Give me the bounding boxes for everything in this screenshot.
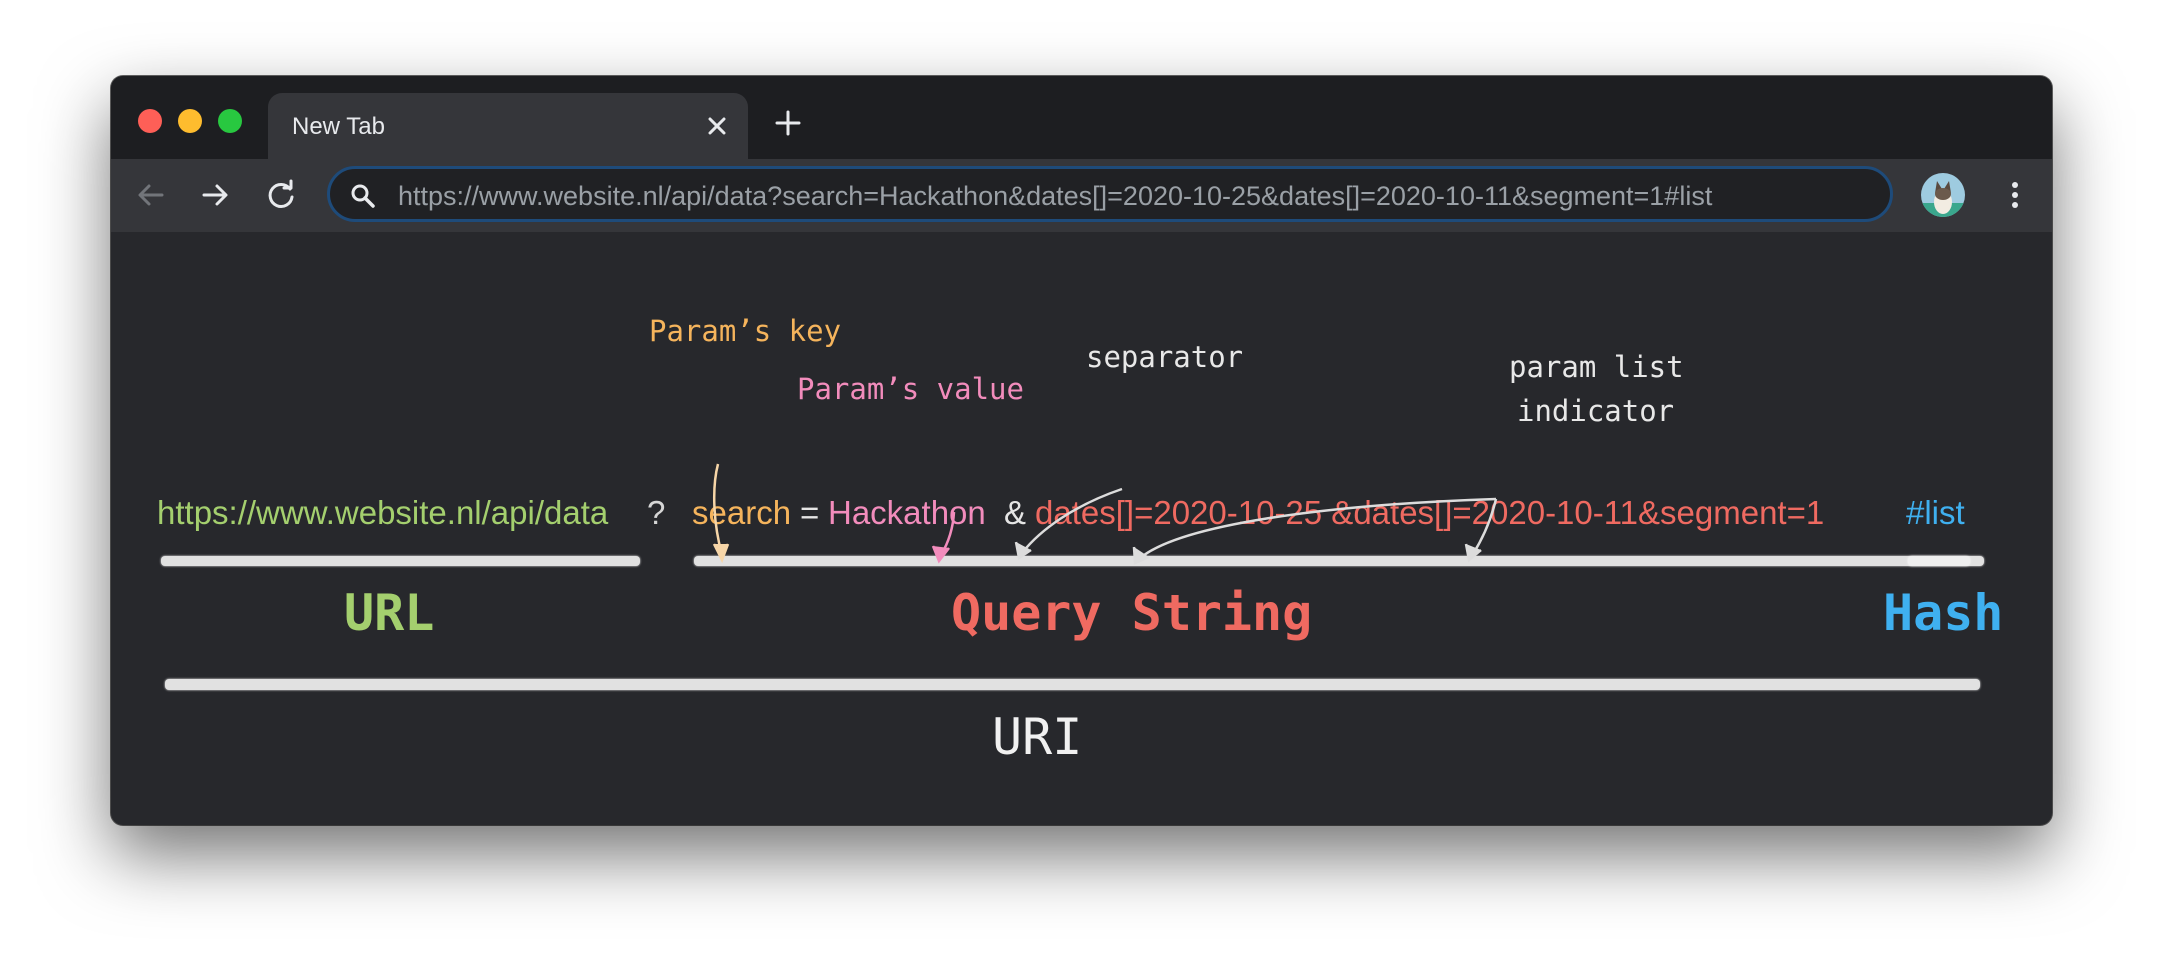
url-label: URL <box>344 584 434 642</box>
back-arrow-icon[interactable] <box>133 177 169 213</box>
tab-new-tab[interactable]: New Tab <box>268 93 748 159</box>
reload-icon[interactable] <box>263 177 299 213</box>
hash-label: Hash <box>1883 584 2003 642</box>
query-string-label: Query String <box>951 584 1312 642</box>
minimize-window-button[interactable] <box>178 109 202 133</box>
address-bar[interactable]: https://www.website.nl/api/data?search=H… <box>327 166 1893 222</box>
key-arrow <box>714 464 722 555</box>
key-arrowhead <box>714 544 728 560</box>
uri-label: URI <box>992 708 1082 766</box>
address-text: https://www.website.nl/api/data?search=H… <box>398 181 1712 212</box>
list-arrowhead-left <box>1134 547 1149 563</box>
browser-window: New Tab https://www.website.nl/api/data?… <box>111 76 2052 825</box>
maximize-window-button[interactable] <box>218 109 242 133</box>
list-arrow-right <box>1473 499 1496 554</box>
kebab-menu-icon[interactable] <box>1997 177 2033 213</box>
tab-strip: New Tab <box>111 76 2052 159</box>
value-arrowhead <box>933 546 949 561</box>
avatar-icon <box>1921 173 1965 217</box>
list-arrow-left <box>1139 499 1496 559</box>
separator-arrow <box>1022 489 1122 553</box>
avatar[interactable] <box>1921 173 1965 217</box>
toolbar: https://www.website.nl/api/data?search=H… <box>111 159 2052 232</box>
search-icon <box>348 181 378 211</box>
diagram-canvas: https://www.website.nl/api/data ? search… <box>111 232 2052 825</box>
close-window-button[interactable] <box>138 109 162 133</box>
close-icon[interactable] <box>702 111 732 141</box>
tab-title: New Tab <box>292 113 385 141</box>
plus-icon[interactable] <box>771 106 805 140</box>
forward-arrow-icon[interactable] <box>197 177 233 213</box>
